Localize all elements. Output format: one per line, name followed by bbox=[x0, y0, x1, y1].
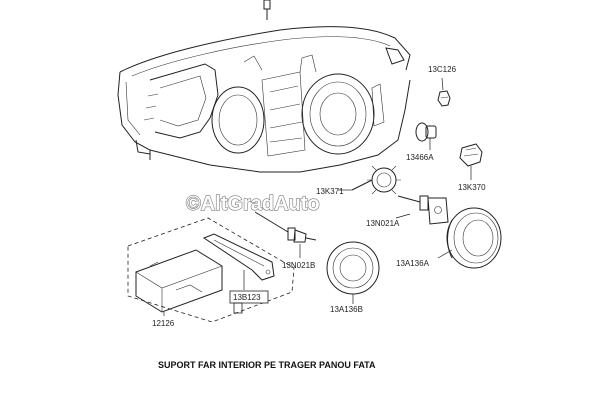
label-13A136B: 13A136B bbox=[330, 305, 363, 314]
label-13N021A: 13N021A bbox=[366, 219, 400, 228]
part-13K371 bbox=[351, 165, 401, 195]
label-13K370: 13K370 bbox=[458, 183, 486, 192]
part-13N021B bbox=[254, 211, 317, 258]
diagram-caption: SUPORT FAR INTERIOR PE TRAGER PANOU FATA bbox=[158, 360, 376, 370]
headlamp-housing bbox=[117, 26, 411, 173]
label-13C126: 13C126 bbox=[428, 65, 457, 74]
label-13B123: 13B123 bbox=[233, 293, 261, 302]
watermark: ©AltGradAuto bbox=[186, 193, 320, 215]
part-13A136B bbox=[326, 241, 380, 304]
part-13N021A bbox=[395, 195, 449, 225]
top-bolt bbox=[263, 0, 271, 20]
label-13A136A: 13A136A bbox=[396, 259, 430, 268]
part-13A136A bbox=[437, 207, 502, 269]
label-13K371: 13K371 bbox=[316, 187, 344, 196]
group-outline bbox=[127, 217, 295, 323]
label-13N021B: 13N021B bbox=[282, 261, 315, 270]
label-13B123-box: 13B123 bbox=[229, 290, 269, 314]
part-13466A bbox=[415, 122, 437, 150]
part-13B123 bbox=[202, 233, 275, 290]
part-12126 bbox=[135, 249, 223, 316]
part-13K370 bbox=[459, 143, 483, 180]
part-13C126 bbox=[437, 77, 451, 107]
label-13466A: 13466A bbox=[406, 153, 434, 162]
label-12126: 12126 bbox=[152, 319, 175, 328]
